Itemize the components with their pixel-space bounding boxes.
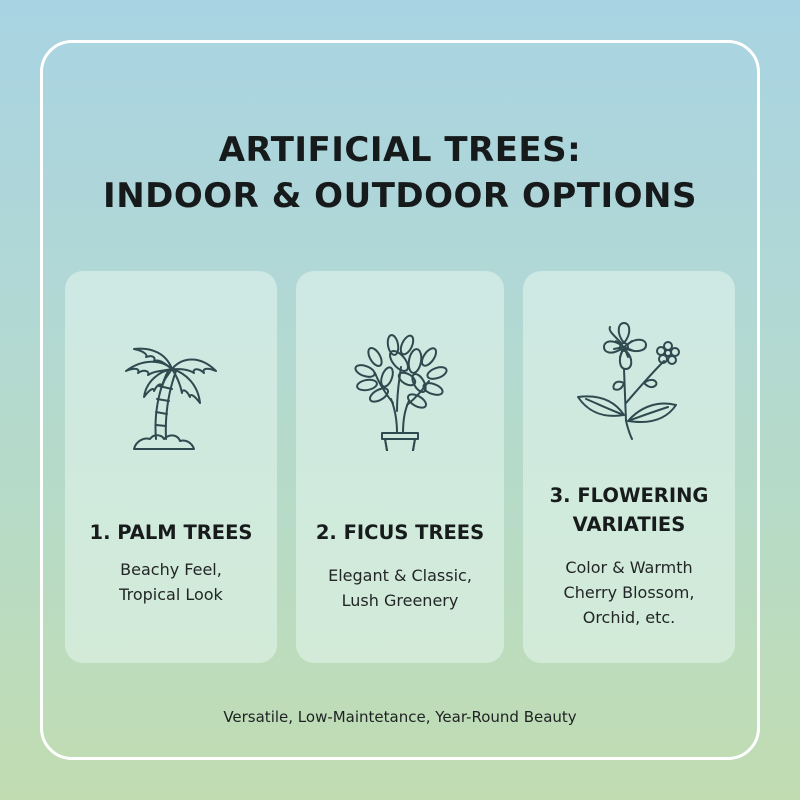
flower-branch-icon [523, 311, 735, 451]
palm-tree-icon [65, 311, 277, 451]
card-desc-line-2: Tropical Look [119, 585, 223, 604]
card-ficus-trees: 2. FICUS TREES Elegant & Classic, Lush G… [296, 271, 504, 663]
footer-tagline: Versatile, Low-Maintetance, Year-Round B… [223, 708, 577, 726]
title-line-2: INDOOR & OUTDOOR OPTIONS [103, 176, 697, 216]
card-desc-line-1: Elegant & Classic, [328, 566, 472, 585]
card-desc-line-1: Beachy Feel, [120, 560, 222, 579]
outer-frame [40, 40, 760, 760]
potted-ficus-icon [296, 311, 504, 451]
card-desc-line-2: Lush Greenery [341, 591, 459, 610]
card-desc-line-2: Cherry Blossom, [563, 583, 695, 602]
card-heading-line-1: 3. FLOWERING [549, 484, 709, 507]
card-flowering-variaties: 3. FLOWERING VARIATIES Color & Warmth Ch… [523, 271, 735, 663]
title-line-1: ARTIFICIAL TREES: [218, 130, 582, 170]
card-heading-line-2: VARIATIES [572, 513, 686, 536]
page-title: ARTIFICIAL TREES: INDOOR & OUTDOOR OPTIO… [0, 127, 800, 219]
card-desc-line-1: Color & Warmth [565, 558, 693, 577]
card-desc-line-3: Orchid, etc. [582, 608, 676, 627]
card-heading: 1. PALM TREES [89, 521, 253, 544]
card-palm-trees: 1. PALM TREES Beachy Feel, Tropical Look [65, 271, 277, 663]
card-heading: 2. FICUS TREES [315, 521, 485, 544]
